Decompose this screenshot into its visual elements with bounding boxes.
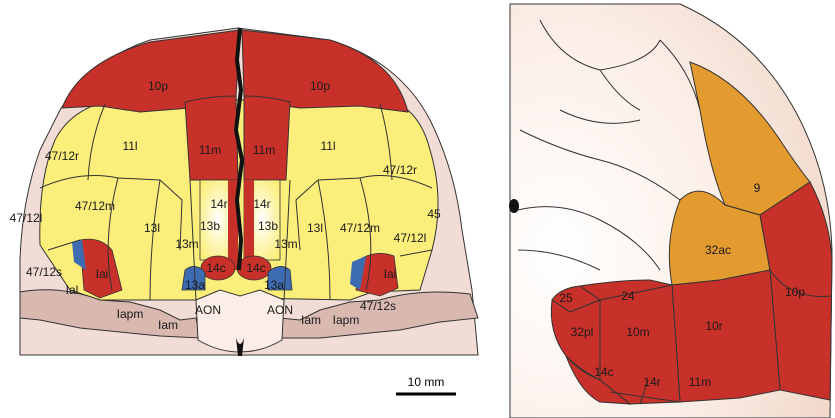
area-14c-medial	[565, 355, 632, 405]
label-area-32pl: 32pl	[571, 325, 594, 339]
label-13m-left: 13m	[175, 237, 198, 251]
label-11l-right: 11l	[320, 139, 335, 153]
label-area-14c: 14c	[594, 365, 613, 379]
label-14c-right: 14c	[246, 261, 265, 275]
label-10p-left: 10p	[148, 79, 168, 93]
area-13a-left	[181, 266, 206, 291]
label-47-12m-left: 47/12m	[75, 199, 115, 213]
area-iai-left	[79, 238, 123, 299]
area-11m-right	[243, 95, 291, 181]
label-iam-left: Iam	[158, 318, 178, 332]
label-10p-right: 10p	[310, 79, 330, 93]
label-area-24: 24	[621, 289, 635, 303]
area-iai-right	[355, 253, 399, 297]
label-11m-right: 11m	[253, 143, 275, 157]
area-13a-right	[267, 266, 293, 291]
label-aon-left: AON	[195, 303, 221, 317]
label-11l-left: 11l	[122, 139, 137, 153]
area-25-medial	[551, 285, 602, 313]
label-14c-left: 14c	[206, 261, 225, 275]
area-14c-right	[236, 255, 272, 281]
label-13l-left: 13l	[144, 221, 160, 235]
midline-fissure	[233, 27, 245, 271]
label-iam-right: Iam	[301, 313, 321, 327]
label-ial-left: Ial	[66, 283, 79, 297]
label-iai-right: Iai	[384, 267, 397, 281]
label-11m-left: 11m	[199, 143, 221, 157]
area-24-medial	[578, 279, 673, 301]
area-14c-left	[200, 255, 236, 281]
label-14r-right: 14r	[253, 197, 270, 211]
midline-red-right	[244, 180, 254, 270]
label-iapm-right: Iapm	[333, 313, 360, 327]
label-area-25: 25	[559, 291, 573, 305]
area-9	[689, 61, 811, 216]
label-13a-left: 13a	[185, 278, 205, 292]
label-area-10m: 10m	[626, 325, 649, 339]
label-47-12r-left: 47/12r	[45, 149, 79, 163]
label-area-32ac: 32ac	[705, 243, 731, 257]
label-iai-left: Iai	[96, 267, 109, 281]
midline-red-left	[228, 180, 238, 270]
label-47-12l-left: 47/12l	[10, 211, 43, 225]
label-45: 45	[427, 207, 441, 221]
lower-tissue-right	[279, 291, 479, 339]
label-area-10r: 10r	[705, 319, 722, 333]
label-47-12r-right: 47/12r	[383, 163, 417, 177]
label-13b-right: 13b	[258, 219, 278, 233]
corpus-callosum-mark	[509, 199, 519, 213]
label-13l-right: 13l	[307, 221, 323, 235]
label-13b-left: 13b	[200, 219, 220, 233]
label-13m-right: 13m	[274, 237, 297, 251]
label-aon-right: AON	[267, 303, 293, 317]
label-area-9: 9	[754, 181, 761, 195]
scale-bar-label: 10 mm	[408, 375, 445, 389]
label-14r-left: 14r	[210, 197, 227, 211]
area-10p-medial	[759, 181, 833, 401]
lower-tissue-left	[19, 289, 201, 339]
label-area-11m: 11m	[689, 375, 711, 389]
label-47-12m-right: 47/12m	[340, 221, 380, 235]
iai-left-blue	[72, 240, 86, 270]
area-10m-medial	[599, 284, 681, 405]
aon-center	[195, 289, 285, 353]
area-11m-left	[184, 95, 239, 181]
label-area-14r: 14r	[643, 375, 660, 389]
medial-view: 9 32ac 10p 10r 10m 25 24 32pl 14c 14r 11…	[509, 3, 833, 418]
ventral-view: 10p 10p 11l 11l 11m 11m 47/12r 47/12r 47…	[10, 27, 479, 396]
label-iapm-left: Iapm	[117, 307, 144, 321]
label-47-12l-right: 47/12l	[394, 231, 427, 245]
iai-right-blue	[350, 256, 366, 290]
label-47-12s-right: 47/12s	[360, 299, 396, 313]
label-13a-right: 13a	[264, 278, 284, 292]
label-area-10p: 10p	[785, 285, 805, 299]
label-47-12s-left: 47/12s	[26, 265, 62, 279]
